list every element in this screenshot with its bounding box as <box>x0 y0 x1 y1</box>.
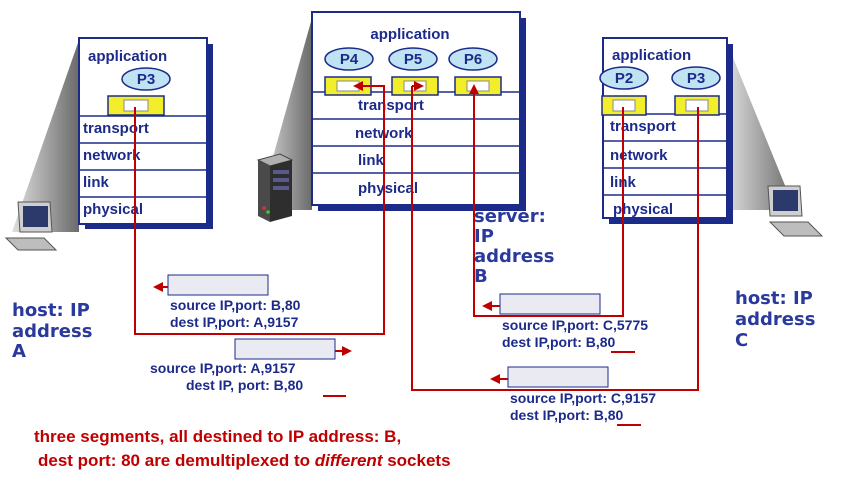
segment-header-box <box>507 366 609 388</box>
segment-header-box <box>499 293 601 315</box>
segment-paths <box>134 81 699 391</box>
server-icon <box>256 153 294 222</box>
host-a-label: host: IP <box>12 300 90 321</box>
segment-dest-label: dest IP,port: B,80 <box>510 407 624 423</box>
server-process-p4-label: P4 <box>340 51 359 68</box>
segment-dest-label: dest IP, port: B,80 <box>186 377 303 393</box>
server-address-label: address <box>474 246 554 267</box>
segment-header-box <box>167 274 269 296</box>
host-c-address-label: address <box>735 309 815 330</box>
segment-header-box <box>234 338 336 360</box>
caption-line-1: three segments, all destined to IP addre… <box>34 427 401 446</box>
server-transport-label: transport <box>358 97 424 114</box>
host-a-application-label: application <box>88 48 167 65</box>
server-process-p6-label: P6 <box>464 51 482 68</box>
server-physical-label: physical <box>358 180 418 197</box>
laptop-icon <box>767 185 824 237</box>
host-a-link-label: link <box>83 174 109 191</box>
path-c9157-p5 <box>411 86 699 391</box>
server-process-p6 <box>448 47 498 71</box>
server-label: server: <box>474 206 546 227</box>
segment-a-to-b: source IP,port: A,9157 dest IP, port: B,… <box>150 338 352 397</box>
host-c-application-label: application <box>612 47 691 64</box>
segment-source-label: source IP,port: C,5775 <box>502 317 648 333</box>
segment-source-label: source IP,port: A,9157 <box>150 360 296 376</box>
host-a-backdrop <box>12 40 79 232</box>
host-c-process-p3 <box>671 66 721 90</box>
segment-c9157-to-b: source IP,port: C,9157 dest IP,port: B,8… <box>490 366 656 426</box>
server-address-value: B <box>474 266 488 287</box>
host-a-physical-label: physical <box>83 201 143 218</box>
server-link-label: link <box>358 152 384 169</box>
host-a-network-label: network <box>83 147 141 164</box>
host-c-network-label: network <box>610 147 668 164</box>
server-process-p4 <box>324 47 374 71</box>
laptop-icon <box>4 201 58 251</box>
host-c-process-p3-label: P3 <box>687 70 705 87</box>
host-c-process-p2-label: P2 <box>615 70 633 87</box>
server-process-p5 <box>388 47 438 71</box>
segment-dest-label: dest IP,port: A,9157 <box>170 314 299 330</box>
host-c-address-value: C <box>735 330 748 351</box>
host-a-address-label: address <box>12 321 92 342</box>
host-c-physical-label: physical <box>613 201 673 218</box>
host-c-process-p2 <box>599 66 649 90</box>
host-a-stack: application P3 transport network link ph… <box>12 37 213 232</box>
host-c-label: host: IP <box>735 288 813 309</box>
segment-dest-label: dest IP,port: B,80 <box>502 334 616 350</box>
segment-c5775-to-b: source IP,port: C,5775 dest IP,port: B,8… <box>482 293 648 353</box>
host-a-process-p3-label: P3 <box>137 71 155 88</box>
path-c5775-p6 <box>469 84 624 317</box>
host-a-transport-label: transport <box>83 120 149 137</box>
host-c-backdrop <box>725 38 795 210</box>
segment-b-to-a: source IP,port: B,80 dest IP,port: A,915… <box>153 274 301 330</box>
segment-source-label: source IP,port: B,80 <box>170 297 301 313</box>
server-ip-label: IP <box>474 226 494 247</box>
caption-line-2: dest port: 80 are demultiplexed to diffe… <box>38 451 451 470</box>
server-process-p5-label: P5 <box>404 51 422 68</box>
segment-source-label: source IP,port: C,9157 <box>510 390 656 406</box>
server-application-label: application <box>370 26 449 43</box>
host-a-process-p3 <box>121 67 171 91</box>
server-stack: application P4 P5 P6 transport network l… <box>258 11 526 211</box>
path-a-p4 <box>134 81 385 335</box>
host-c-transport-label: transport <box>610 118 676 135</box>
host-a-address-value: A <box>12 341 26 362</box>
